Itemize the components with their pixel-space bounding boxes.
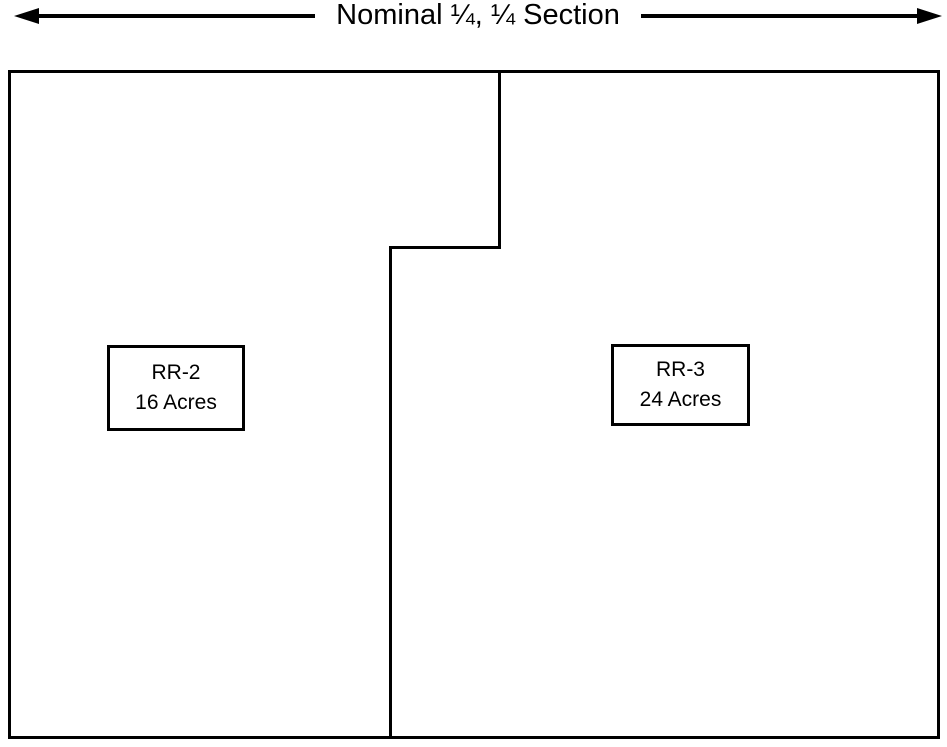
parcel-acreage: 16 Acres: [135, 391, 217, 414]
arrowhead-left-icon: [14, 7, 39, 24]
parcel-name: RR-2: [151, 361, 201, 384]
parcel-name: RR-3: [655, 358, 705, 381]
parcel-divider-upper-segment: [498, 73, 501, 249]
parcel-label-rr3: RR-3 24 Acres: [611, 344, 750, 426]
dimension-arrow: Nominal ¼, ¼ Section: [14, 0, 943, 31]
arrow-shaft-right: [640, 13, 918, 18]
parcel-divider-jog-segment: [389, 246, 501, 249]
parcel-label-rr2: RR-2 16 Acres: [107, 345, 245, 431]
section-boundary: RR-2 16 Acres RR-3 24 Acres: [8, 70, 940, 739]
arrow-shaft-left: [39, 13, 316, 18]
arrowhead-right-icon: [917, 7, 943, 24]
parcel-divider-lower-segment: [389, 246, 392, 736]
parcel-acreage: 24 Acres: [639, 388, 722, 411]
dimension-label: Nominal ¼, ¼ Section: [336, 0, 620, 31]
